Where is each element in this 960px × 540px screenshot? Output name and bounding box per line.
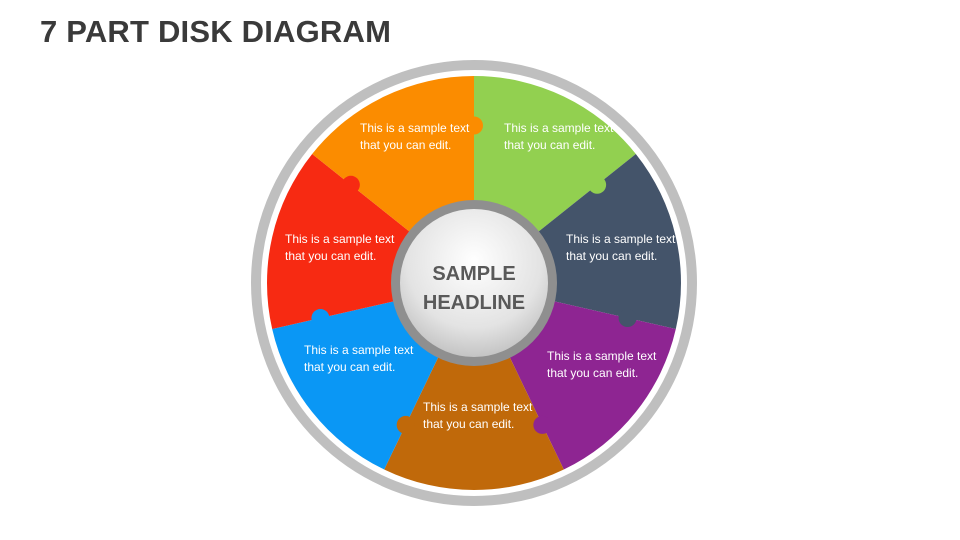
disk-segment-1 xyxy=(474,76,636,246)
segment-notch-7 xyxy=(341,175,360,194)
segment-notch-2 xyxy=(588,175,607,194)
segment-notch-6 xyxy=(311,309,330,328)
segment-text-3: This is a sample text that you can edit. xyxy=(566,232,676,263)
disk-segment-6 xyxy=(266,153,428,330)
segment-text-2: This is a sample text that you can edit. xyxy=(504,121,614,152)
segment-text-1: This is a sample text that you can edit. xyxy=(360,121,470,152)
disk-segment-4 xyxy=(384,337,564,490)
hub xyxy=(400,209,548,357)
center-headline-line-2: HEADLINE xyxy=(422,292,526,314)
center-headline: SAMPLE HEADLINE xyxy=(406,260,542,318)
segment-notch-4 xyxy=(533,415,552,434)
segment-notch-3 xyxy=(618,309,637,328)
segment-text-5: This is a sample text that you can edit. xyxy=(423,400,533,431)
segment-text-6: This is a sample text that you can edit. xyxy=(304,343,414,374)
disk-segment-2 xyxy=(520,153,681,330)
disk-segment-7 xyxy=(312,76,474,246)
segment-text-7: This is a sample text that you can edit. xyxy=(285,232,395,263)
segment-text-4: This is a sample text that you can edit. xyxy=(547,349,657,380)
center-headline-line-1: SAMPLE xyxy=(432,263,516,285)
slide-title: 7 PART DISK DIAGRAM xyxy=(40,14,392,49)
segment-notch-5 xyxy=(396,415,415,434)
